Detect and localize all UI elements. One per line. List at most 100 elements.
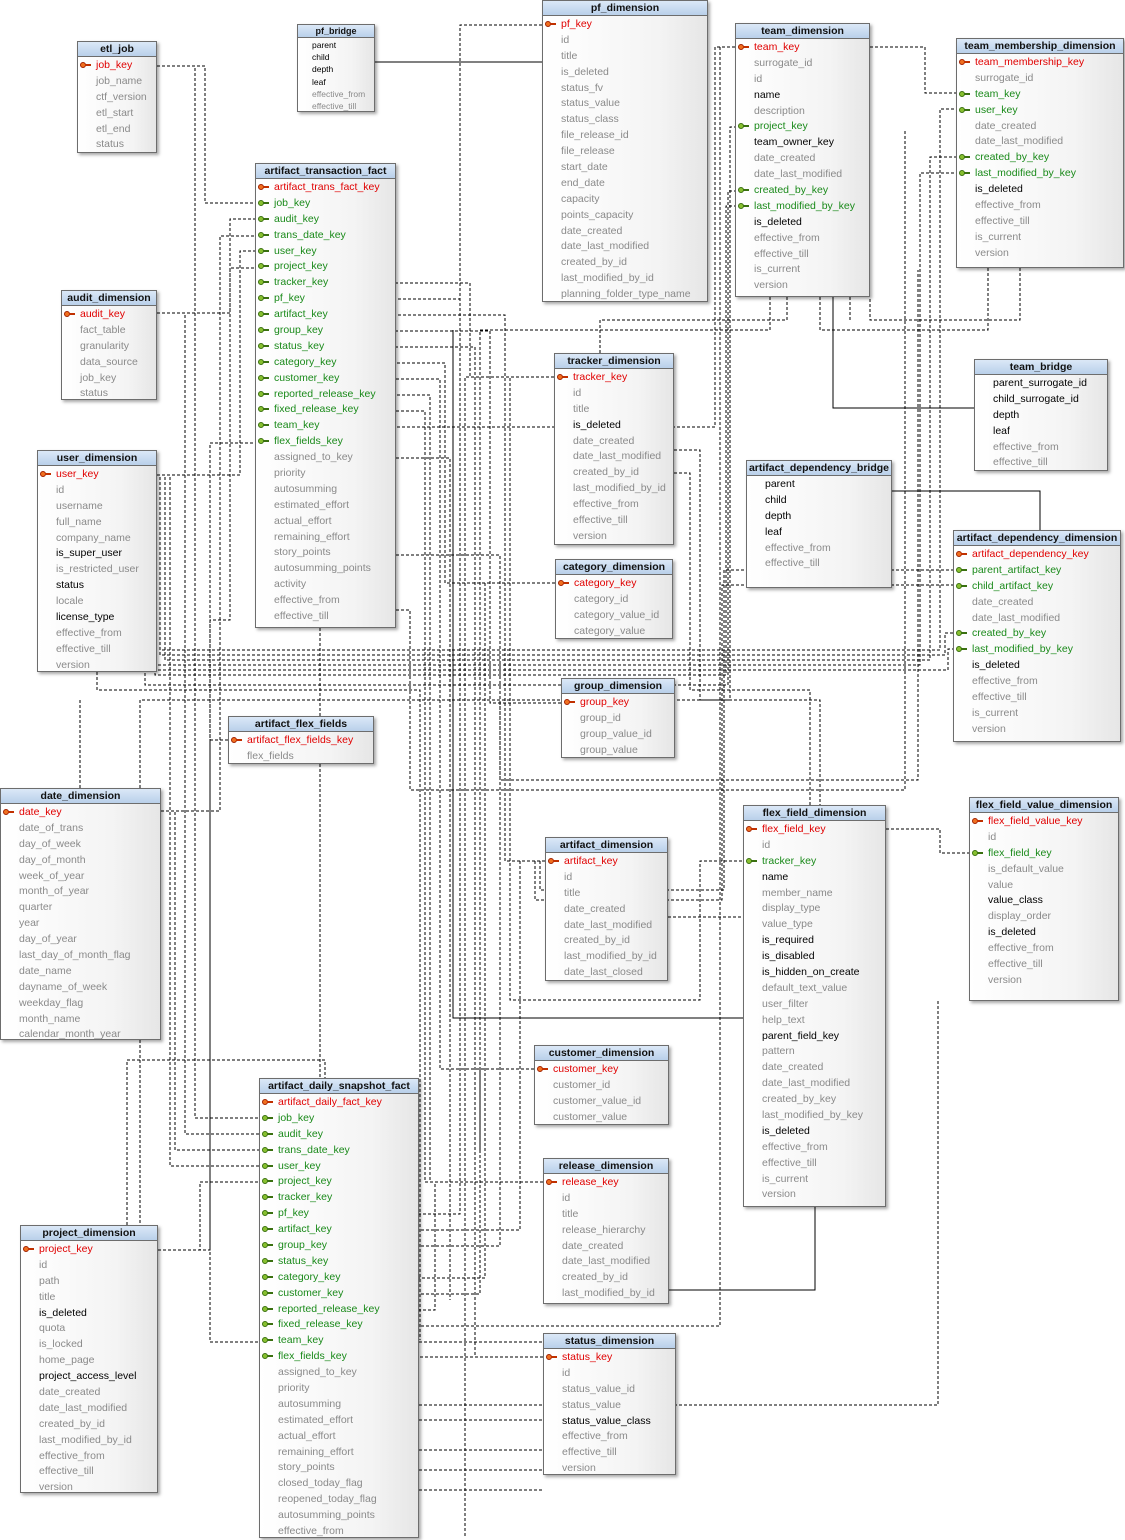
attribute-field: date_created [957,119,1123,135]
field-name: month_of_year [19,885,90,898]
field-name: date_key [19,806,62,818]
field-name: version [762,1188,796,1201]
attribute-field: depth [298,63,374,75]
attribute-field: effective_till [975,455,1107,471]
field-name: effective_from [975,199,1041,212]
entity-title: status_dimension [544,1334,675,1349]
field-name: date_created [762,1061,824,1074]
attribute-field: id [544,1366,675,1382]
field-name: date_created [754,152,816,165]
attribute-field: date_last_modified [544,1254,668,1270]
field-name: created_by_key [975,151,1050,164]
attribute-field: child_surrogate_id [975,392,1107,408]
attribute-field: depth [975,408,1107,424]
field-name: is_current [754,263,801,276]
attribute-field: id [744,838,885,854]
attribute-field: story_points [256,545,395,561]
primary-key-icon [956,551,967,558]
field-name: story_points [274,546,331,559]
primary-key-field: release_key [544,1175,668,1191]
field-name: display_order [988,910,1052,923]
attribute-field: effective_from [555,497,673,513]
attribute-field: day_of_month [1,853,160,869]
attribute-field: calendar_month_year [1,1027,160,1043]
attribute-field: priority [260,1381,418,1397]
field-name: version [988,973,1022,986]
field-name: date_last_modified [972,611,1061,624]
attribute-field: created_by_id [555,465,673,481]
field-name: version [562,1462,596,1475]
field-name: estimated_effort [278,1413,354,1426]
field-name: effective_from [39,1449,105,1462]
field-name: story_points [278,1461,335,1474]
field-name: default_text_value [762,981,848,994]
attribute-field: category_value_id [556,608,672,624]
relationship-line [419,1181,543,1311]
field-name: description [754,104,805,117]
attribute-field: value [970,878,1118,894]
foreign-key-icon [262,1321,273,1328]
attribute-field: display_order [970,909,1118,925]
attribute-field: effective_till [544,1445,675,1461]
field-name: effective_till [765,557,820,570]
attribute-field: estimated_effort [260,1413,418,1429]
attribute-field: created_by_id [543,255,707,271]
field-name: data_source [80,355,138,368]
relationship-line [419,860,545,1231]
foreign-key-icon [262,1242,273,1249]
field-name: job_name [96,74,143,87]
foreign-key-field: project_key [256,259,395,275]
field-name: customer_value_id [553,1094,642,1107]
entity-title: artifact_transaction_fact [256,164,395,179]
attribute-field: date_created [543,224,707,240]
attribute-field: etl_end [78,122,156,138]
field-name: priority [278,1382,310,1395]
field-name: effective_till [988,958,1043,971]
field-name: created_by_id [573,466,639,479]
attribute-field: job_name [78,74,156,90]
attribute-field: id [555,386,673,402]
attribute-field: is_default_value [970,862,1118,878]
field-name: status_key [562,1351,613,1363]
field-name: effective_from [762,1140,828,1153]
attribute-field: id [736,72,869,88]
field-name: created_by_id [561,256,627,269]
field-name: project_key [274,260,328,273]
field-name: artifact_key [278,1223,332,1236]
foreign-key-icon [262,1130,273,1138]
relationship-line [157,218,255,314]
foreign-key-field: parent_artifact_key [954,563,1120,579]
primary-key-icon [545,21,556,28]
field-name: effective_from [312,88,366,99]
relationship-line [396,314,545,862]
attribute-field: date_last_modified [21,1401,157,1417]
field-name: assigned_to_key [278,1366,357,1379]
foreign-key-field: customer_key [256,371,395,387]
foreign-key-field: last_modified_by_key [957,166,1123,182]
